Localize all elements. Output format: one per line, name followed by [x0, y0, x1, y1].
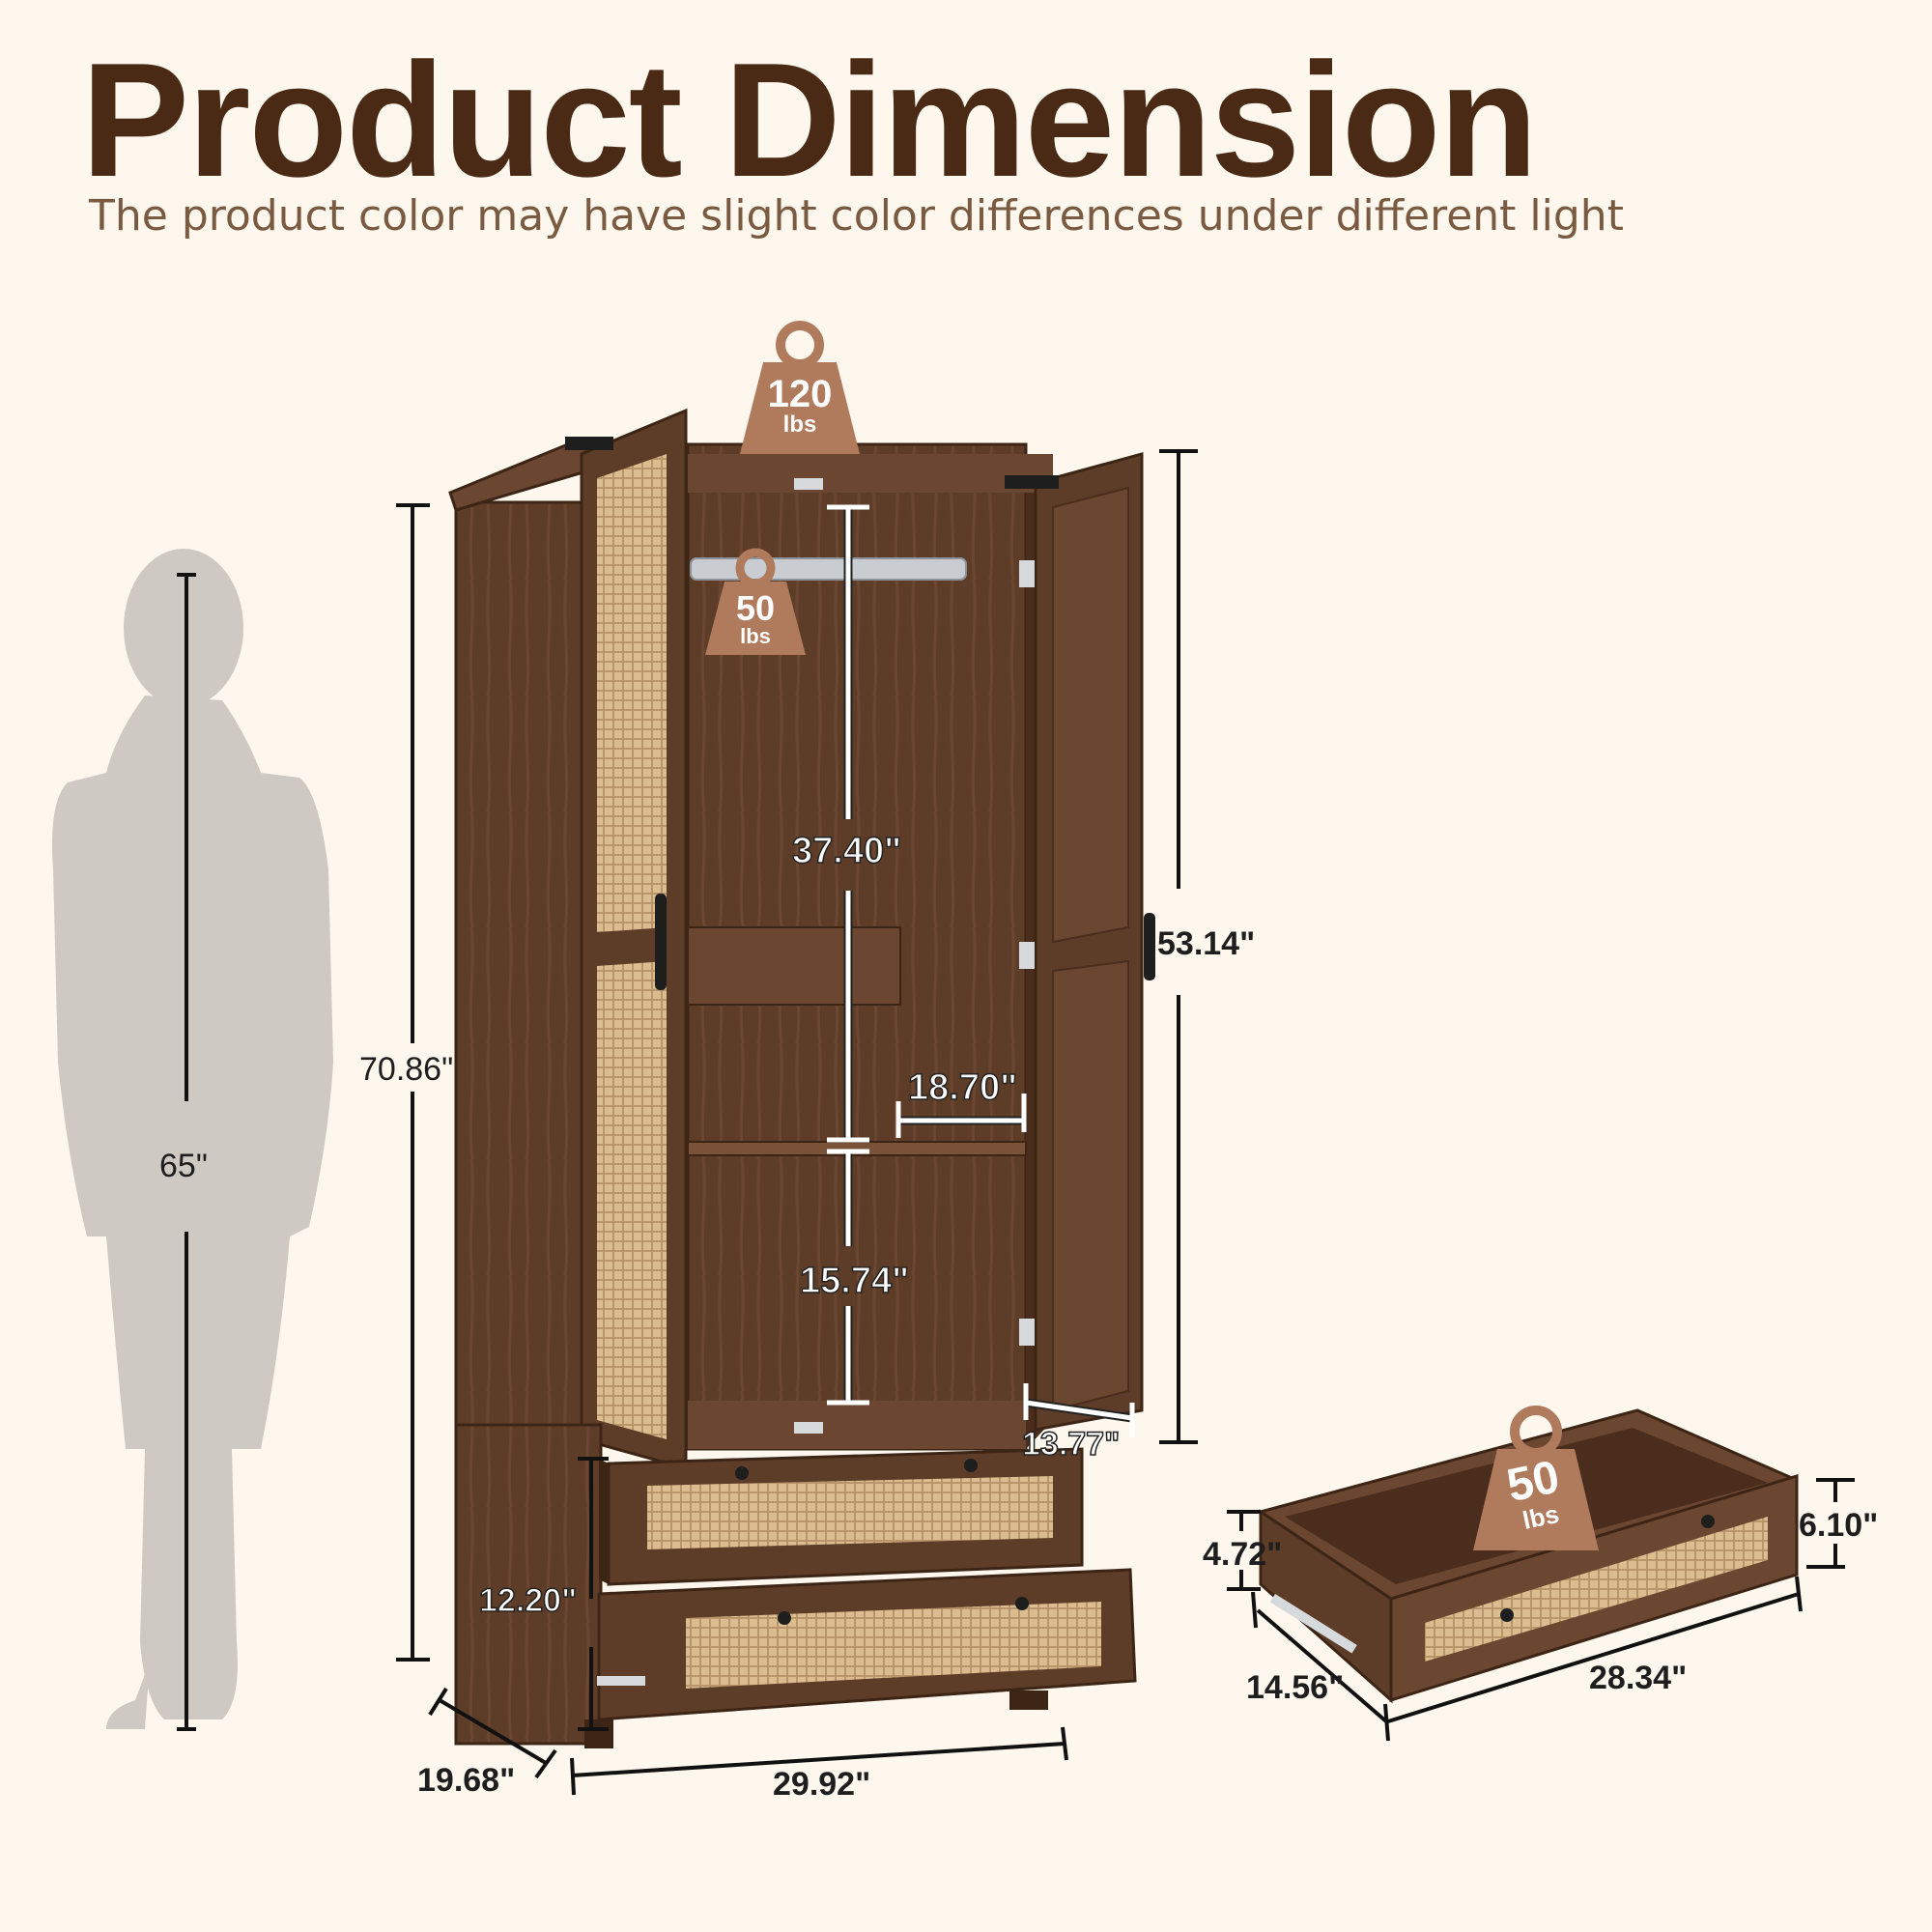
- page-subtitle: The product color may have slight color …: [89, 191, 1624, 241]
- dim-drawer-depth: 14.56": [1246, 1669, 1345, 1706]
- page-title: Product Dimension: [81, 29, 1538, 211]
- dim-depth: 19.68": [417, 1762, 516, 1799]
- dim-hanging-height: 37.40": [791, 830, 902, 872]
- dimension-lines: [177, 449, 1855, 1796]
- weight-badge-top: [740, 321, 860, 454]
- interior-dimension-lines: [827, 504, 1135, 1437]
- dim-width: 29.92": [773, 1766, 871, 1803]
- dim-door-depth: 13.77": [1021, 1425, 1121, 1463]
- dim-interior-height: 53.14": [1157, 925, 1256, 962]
- weight-label-top: 120 lbs: [740, 375, 860, 437]
- person-silhouette: [52, 549, 333, 1729]
- dim-total-height: 70.86": [359, 1051, 454, 1088]
- dim-shelf-height: 15.74": [799, 1260, 910, 1302]
- weight-unit: lbs: [782, 412, 817, 438]
- weight-value: 50: [735, 588, 776, 628]
- dim-drawer-height-front: 6.10": [1799, 1507, 1879, 1544]
- wardrobe: [448, 408, 1155, 1748]
- dim-drawer-front-height: 12.20": [478, 1581, 578, 1620]
- weight-value: 120: [767, 373, 833, 415]
- dim-drawer-height-back: 4.72": [1203, 1536, 1283, 1573]
- weight-label-rod: 50 lbs: [705, 591, 806, 647]
- weight-badge-rod: [705, 548, 806, 655]
- dim-person-height: 65": [159, 1148, 208, 1184]
- weight-unit: lbs: [740, 624, 771, 648]
- dim-shelf-width: 18.70": [907, 1066, 1018, 1109]
- dim-drawer-width: 28.34": [1589, 1660, 1688, 1696]
- weight-badge-drawer: [1473, 1406, 1599, 1550]
